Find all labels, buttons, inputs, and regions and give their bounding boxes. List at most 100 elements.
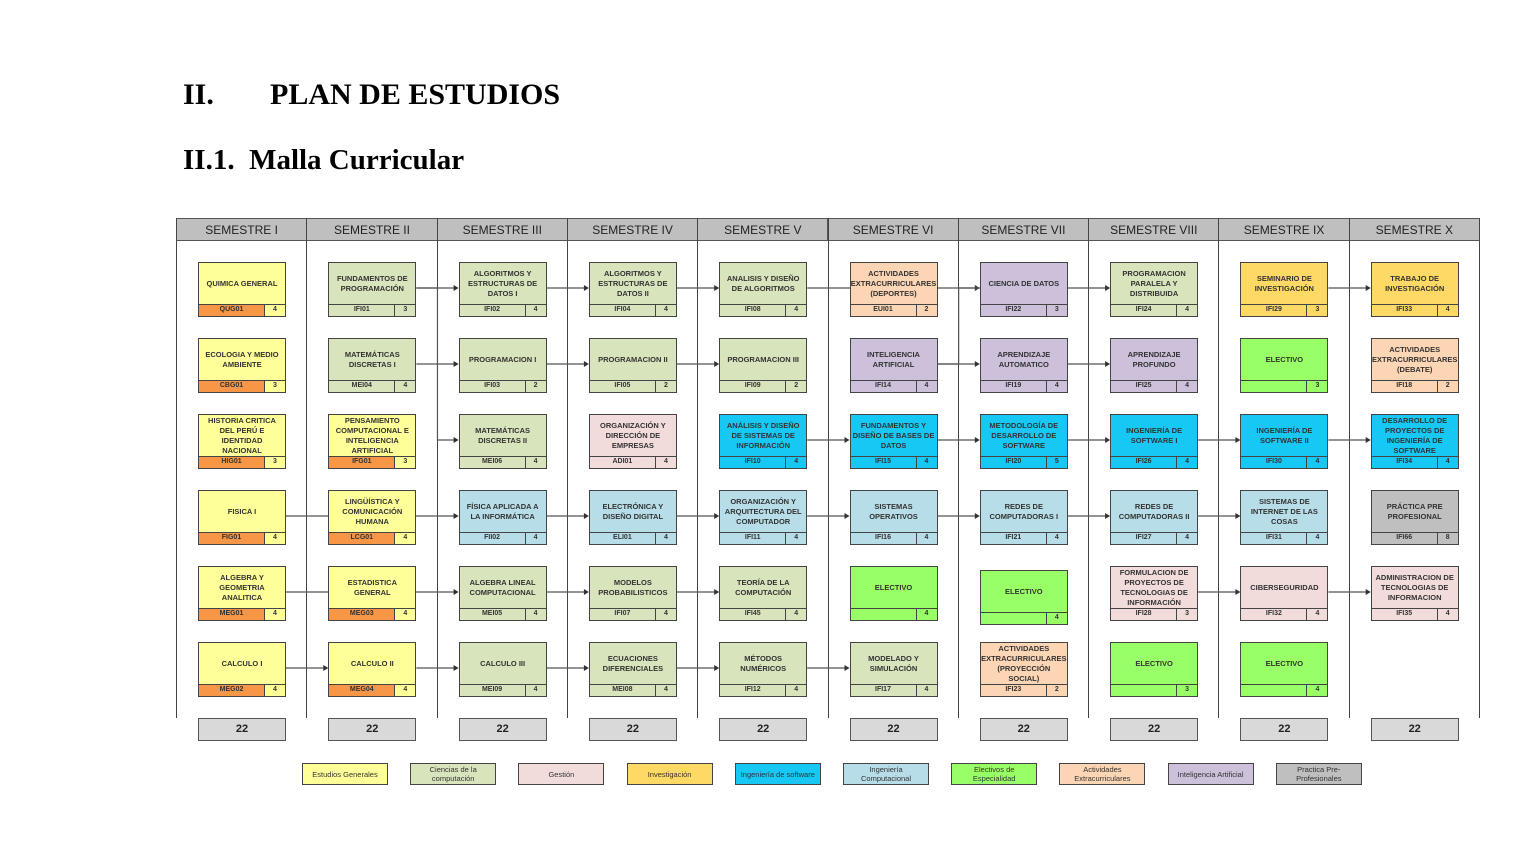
course-name: ANÁLISIS Y DISEÑO DE SISTEMAS DE INFORMA… [726,421,800,450]
course-name: CIBERSEGURIDAD [1250,583,1319,592]
course-code: MEG02 [199,685,265,696]
course-code: IFI18 [1372,381,1438,392]
semester-total-credits: 22 [1370,718,1459,741]
course-code: IFI22 [981,305,1047,316]
course-code: LCG01 [329,533,396,544]
course-code: EUI01 [851,305,917,316]
course-box: ELECTIVO 4 [979,570,1068,625]
course-box: HISTORIA CRITICA DEL PERÚ E IDENTIDAD NA… [198,414,286,469]
course-code: QUG01 [199,305,265,316]
semester-header: SEMESTRE VIII [1088,218,1220,241]
course-box: ADMINISTRACION DE TECNOLOGIAS DE INFORMA… [1370,566,1459,621]
course-credits: 4 [403,382,408,389]
course-name: ALGEBRA Y GEOMETRIA ANALITICA [219,573,265,602]
course-credits: 4 [533,458,538,465]
course-footer: IFI12 4 [720,684,807,696]
course-credits: 4 [533,306,538,313]
course-name: ELECTIVO [1265,659,1304,668]
course-code [981,613,1047,624]
course-code: IFG01 [329,457,396,468]
course-code: IFI45 [720,609,787,620]
course-box: ELECTIVO 4 [1240,642,1329,697]
course-code: IFI16 [851,533,917,544]
course-code: IFI03 [460,381,526,392]
course-name: INTELIGENCIA ARTIFICIAL [867,350,920,369]
legend-item-inv: Investigación [626,763,713,785]
course-box: ACTIVIDADES EXTRACURRICULARES (PROYECCIÓ… [979,642,1068,697]
course-credits: 4 [794,686,799,693]
course-code: IFI10 [720,457,787,468]
course-name: ELECTIVO [1265,355,1304,364]
course-credits: 2 [1054,686,1059,693]
legend-item-ia: Inteligencia Artificial [1167,763,1254,785]
semester-total-credits: 22 [1240,718,1329,741]
course-name: ESTADISTICA GENERAL [347,578,398,597]
course-code: ADI01 [590,457,656,468]
course-code [851,609,917,620]
course-box: PENSAMIENTO COMPUTACIONAL E INTELIGENCIA… [328,414,417,469]
course-code: IFI11 [720,533,787,544]
course-code: IFI25 [1111,381,1178,392]
course-credits: 2 [533,382,538,389]
course-code: IFI66 [1372,533,1438,544]
course-name: ELECTIVO [1005,587,1043,596]
course-code: MEI06 [460,457,526,468]
subsection-title: II.1. Malla Curricular [183,144,465,176]
semester-header: SEMESTRE V [697,218,829,241]
course-credits: 4 [533,534,538,541]
semester-total-credits: 22 [588,718,677,741]
course-credits: 4 [1315,686,1320,693]
column-divider [566,218,568,718]
semester-total-credits: 22 [198,718,286,741]
course-code: IFI15 [851,457,917,468]
semester-total-credits: 22 [849,718,938,741]
course-code: IFI05 [590,381,656,392]
course-name: ALGEBRA LINEAL COMPUTACIONAL [469,578,536,597]
course-box: ACTIVIDADES EXTRACURRICULARES (DEPORTES)… [849,262,938,317]
course-credits: 3 [1315,306,1320,313]
course-code: IFI12 [720,685,787,696]
course-credits: 4 [1054,614,1059,621]
column-divider [827,218,829,718]
course-name: MÉTODOS NUMÉRICOS [740,654,787,673]
course-name: ELECTIVO [1135,659,1173,668]
course-name: ORGANIZACIÓN Y ARQUITECTURA DEL COMPUTAD… [724,497,802,526]
semester-total-credits: 22 [719,718,808,741]
course-code: IFI17 [851,685,917,696]
course-name: ACTIVIDADES EXTRACURRICULARES (DEPORTES) [850,269,937,298]
